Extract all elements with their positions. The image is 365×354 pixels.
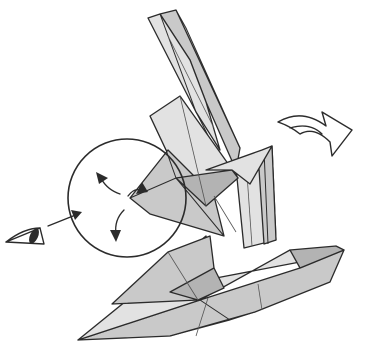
view-direction-arrow-icon [48,210,82,226]
rotate-arrow-down-icon [110,210,124,242]
origami-body [112,236,224,304]
rotate-arrow-up-left-icon [96,172,120,194]
eye-icon [6,227,44,245]
turn-over-arrow-icon [278,112,352,156]
